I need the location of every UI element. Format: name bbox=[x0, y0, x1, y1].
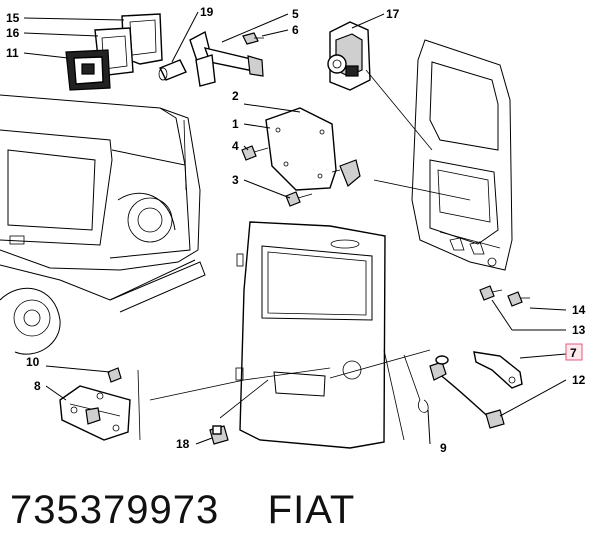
callout-18: 18 bbox=[176, 437, 213, 451]
part-9-pin bbox=[418, 399, 429, 413]
callout-17: 17 bbox=[351, 7, 400, 29]
callout-label-5: 5 bbox=[292, 7, 299, 21]
callout-9: 9 bbox=[427, 409, 447, 455]
callout-2: 2 bbox=[232, 89, 301, 113]
callout-label-8: 8 bbox=[34, 379, 41, 393]
part-18-clip bbox=[209, 425, 229, 445]
callout-14: 14 bbox=[529, 303, 586, 317]
callout-7: 7 bbox=[519, 343, 583, 361]
callout-3: 3 bbox=[232, 173, 291, 199]
part-number-caption: 735379973 FIAT bbox=[10, 488, 355, 533]
callout-label-3: 3 bbox=[232, 173, 239, 187]
callout-6: 6 bbox=[261, 23, 299, 37]
callout-19: 19 bbox=[171, 5, 214, 63]
callout-16: 16 bbox=[6, 26, 99, 40]
callout-label-6: 6 bbox=[292, 23, 299, 37]
part-11-15-16-lock-housing bbox=[65, 13, 163, 91]
callout-label-15: 15 bbox=[6, 11, 20, 25]
callout-label-4: 4 bbox=[232, 139, 239, 153]
callout-label-11: 11 bbox=[6, 46, 19, 60]
callout-1: 1 bbox=[232, 117, 271, 131]
part-5-19-hinge bbox=[158, 30, 264, 87]
callout-10: 10 bbox=[26, 355, 111, 373]
assembly-lines bbox=[137, 69, 471, 441]
van-illustration bbox=[0, 94, 206, 355]
inner-door-frame bbox=[411, 39, 513, 271]
callout-12: 12 bbox=[499, 373, 586, 417]
part-8-bracket bbox=[59, 367, 131, 441]
part-12-check-strap bbox=[429, 355, 505, 429]
callout-11: 11 bbox=[6, 46, 69, 60]
brand-name: FIAT bbox=[267, 488, 356, 532]
callout-label-17: 17 bbox=[386, 7, 400, 21]
callout-13: 13 bbox=[491, 299, 586, 337]
callout-label-10: 10 bbox=[26, 355, 40, 369]
part-17-door-lock bbox=[327, 21, 371, 91]
callout-label-13: 13 bbox=[572, 323, 586, 337]
callout-15: 15 bbox=[6, 11, 125, 25]
callout-label-9: 9 bbox=[440, 441, 447, 455]
part-code: 735379973 bbox=[10, 488, 220, 532]
callout-7-highlight bbox=[565, 343, 583, 361]
callout-label-14: 14 bbox=[572, 303, 586, 317]
callout-8: 8 bbox=[34, 379, 67, 401]
callout-5: 5 bbox=[221, 7, 299, 43]
callout-label-16: 16 bbox=[6, 26, 20, 40]
callout-4: 4 bbox=[232, 139, 249, 153]
callout-label-19: 19 bbox=[200, 5, 214, 19]
part-7-strap-arm bbox=[473, 351, 523, 389]
callout-label-7: 7 bbox=[570, 346, 577, 360]
callout-label-1: 1 bbox=[232, 117, 239, 131]
part-2-cover-panel bbox=[241, 107, 361, 207]
part-13-14-bolts bbox=[479, 285, 530, 307]
callout-label-12: 12 bbox=[572, 373, 586, 387]
rear-door-outer bbox=[235, 221, 386, 449]
callout-label-18: 18 bbox=[176, 437, 190, 451]
callout-label-2: 2 bbox=[232, 89, 239, 103]
